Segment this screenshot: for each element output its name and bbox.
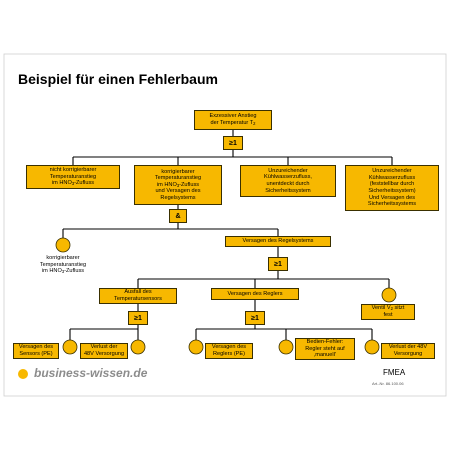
brand-logo: business-wissen.de [34, 366, 148, 380]
basic-event-r2-circle [278, 339, 294, 355]
top-event-box: Exzessiver Anstieg der Temperatur T2 [194, 110, 272, 130]
event-control-system-failure-box: Versagen des Regelsystems [225, 236, 331, 247]
top-event-line2: der Temperatur T2 [210, 120, 256, 126]
basic-event-r1-circle [188, 339, 204, 355]
leaf-correctable-label: korrigierbarer Temperaturanstieg im HNO3… [39, 255, 87, 275]
and-gate-1: & [169, 209, 187, 223]
logo-dot-icon [18, 369, 28, 379]
event-supply-loss-sensor-box: Verlust der 48V Versorgung [80, 343, 128, 359]
or-gate-4: ≥1 [245, 311, 265, 325]
or-gate-3: ≥1 [128, 311, 148, 325]
event-controller-pe-box: Versagen des Reglers (PE) [205, 343, 253, 359]
event-correctable-box: korrigierbarer Temperaturanstieg im HNO3… [134, 165, 222, 205]
event-supply-loss-controller-box: Verlust der 48V Versorgung [381, 343, 435, 359]
event-sensor-failure-box: Ausfall des Temperatursensors [99, 288, 177, 304]
or-gate-2: ≥1 [268, 257, 288, 271]
top-event-line1: Exzessiver Anstieg [209, 113, 257, 120]
basic-event-ventil-circle [381, 287, 397, 303]
event-not-correctable-box: nicht korrigierbarer Temperaturanstieg i… [26, 165, 120, 189]
or-gate-1: ≥1 [223, 136, 243, 150]
event-controller-failure-box: Versagen des Reglers [211, 288, 299, 300]
page-title: Beispiel für einen Fehlerbaum [18, 71, 218, 87]
event-sensor-pe-box: Versagen des Sensors (PE) [13, 343, 59, 359]
basic-event-r3-circle [364, 339, 380, 355]
basic-event-s1-circle [62, 339, 78, 355]
event-operator-error-box: Bedien-Fehler: Regler steht auf ‚manuell… [295, 338, 355, 360]
event-valve-stuck-box: Ventil V2 sitzt fest [361, 304, 415, 320]
fmea-label: FMEA [383, 368, 406, 377]
event-cooling-undetected-box: Unzureichender Kühlwasserzufluss, unentd… [240, 165, 336, 197]
article-number: Art.-Nr. 86.100.06 [372, 381, 404, 386]
event-cooling-detected-box: Unzureichender Kühlwasserzufluss (festst… [345, 165, 439, 211]
basic-event-s2-circle [130, 339, 146, 355]
basic-event-leaf-circle [55, 237, 71, 253]
